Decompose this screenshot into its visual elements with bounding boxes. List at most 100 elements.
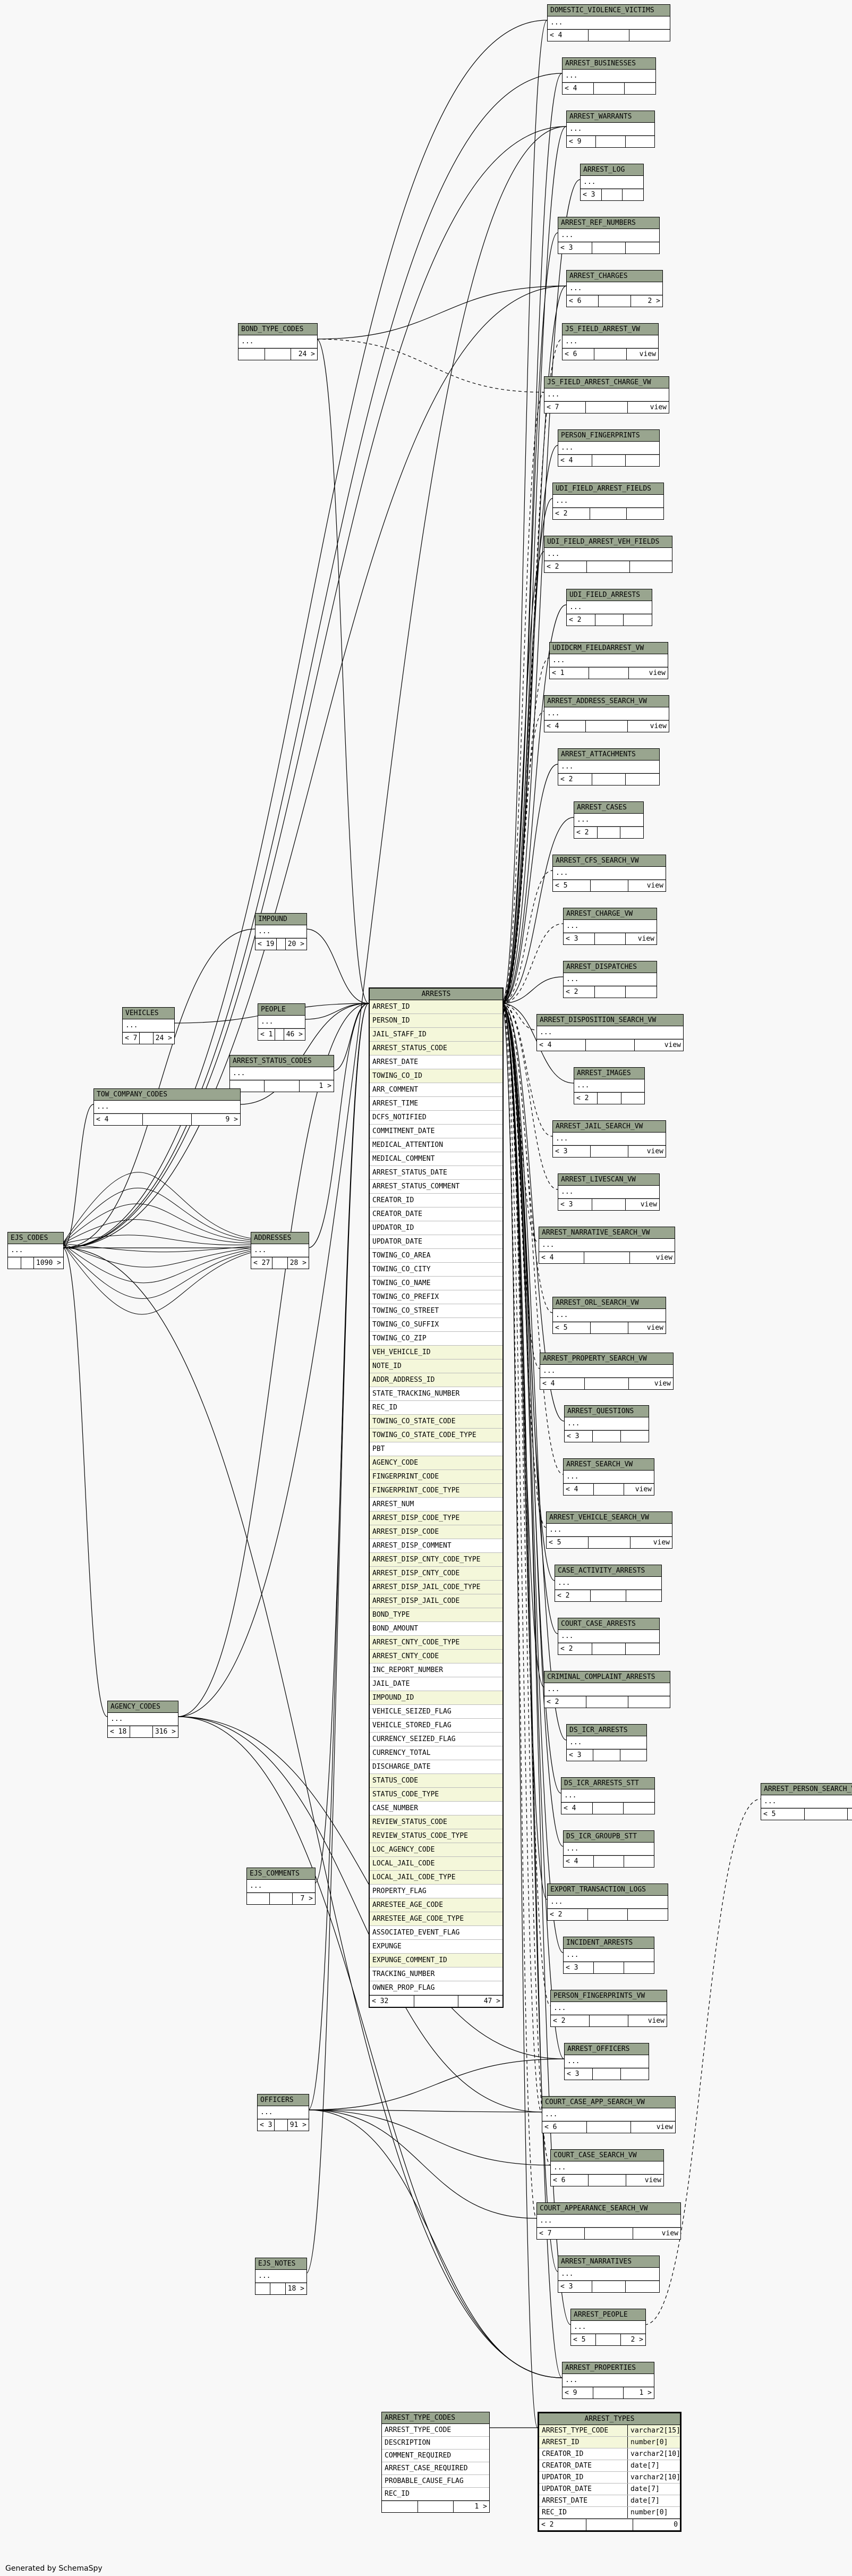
table-arrest-businesses[interactable]: ARREST_BUSINESSES...< 4 [562,57,656,95]
table-name[interactable]: PERSON_FINGERPRINTS [558,430,659,442]
table-name[interactable]: DS_ICR_ARRESTS [567,1725,646,1736]
table-name[interactable]: AGENCY_CODES [108,1701,178,1713]
table-name[interactable]: COURT_APPEARANCE_SEARCH_VW [537,2203,680,2215]
table-arrest-officers[interactable]: ARREST_OFFICERS...< 3 [564,2043,649,2080]
table-name[interactable]: ARREST_NARRATIVE_SEARCH_VW [539,1227,675,1239]
table-name[interactable]: ARREST_CFS_SEARCH_VW [553,855,666,867]
table-name[interactable]: PERSON_FINGERPRINTS_VW [551,1990,667,2002]
table-incident-arrests[interactable]: INCIDENT_ARRESTS...< 3 [563,1937,654,1974]
table-person-fingerprints[interactable]: PERSON_FINGERPRINTS...< 4 [558,429,660,467]
table-arrest-status-codes[interactable]: ARREST_STATUS_CODES...1 > [229,1055,334,1092]
table-name[interactable]: UDI_FIELD_ARREST_FIELDS [553,483,663,495]
table-name[interactable]: ARREST_BUSINESSES [563,58,655,70]
table-ejs-codes[interactable]: EJS_CODES...1090 > [7,1232,64,1269]
table-name[interactable]: DS_ICR_ARRESTS_STT [561,1778,654,1789]
table-name[interactable]: TOW_COMPANY_CODES [94,1089,240,1101]
table-arrest-images[interactable]: ARREST_IMAGES...< 2 [574,1067,645,1104]
table-udi-field-arrest-fields[interactable]: UDI_FIELD_ARREST_FIELDS...< 2 [552,483,664,520]
table-name[interactable]: COURT_CASE_APP_SEARCH_VW [542,2097,675,2108]
table-name[interactable]: ARREST_PROPERTY_SEARCH_VW [540,1353,673,1365]
table-name[interactable]: ARREST_PERSON_SEARCH_VW [761,1784,852,1795]
table-name[interactable]: ARREST_ORL_SEARCH_VW [553,1297,666,1309]
table-arrest-cases[interactable]: ARREST_CASES...< 2 [574,801,644,839]
table-court-case-arrests[interactable]: COURT_CASE_ARRESTS...< 2 [558,1618,660,1655]
table-name[interactable]: ARREST_WARRANTS [567,111,654,123]
table-name[interactable]: EJS_CODES [8,1232,63,1244]
table-name[interactable]: ARREST_REF_NUMBERS [558,217,659,229]
table-arrest-log[interactable]: ARREST_LOG...< 3 [580,164,644,201]
table-name[interactable]: ARREST_CHARGE_VW [564,908,657,920]
table-arrest-narratives[interactable]: ARREST_NARRATIVES...< 3 [558,2256,660,2293]
table-name[interactable]: ARREST_STATUS_CODES [230,1055,334,1067]
table-name[interactable]: ARREST_OFFICERS [565,2043,649,2055]
table-name[interactable]: ADDRESSES [251,1232,309,1244]
table-name[interactable]: IMPOUND [255,914,306,925]
table-name[interactable]: ARREST_PROPERTIES [563,2362,654,2374]
table-name[interactable]: EJS_COMMENTS [247,1868,315,1880]
table-export-transaction-logs[interactable]: EXPORT_TRANSACTION_LOGS...< 2 [547,1884,668,1921]
table-arrest-warrants[interactable]: ARREST_WARRANTS...< 9 [566,111,655,148]
table-name[interactable]: DS_ICR_GROUPB_STT [564,1831,654,1843]
table-name[interactable]: JS_FIELD_ARREST_VW [563,324,658,335]
table-name[interactable]: CASE_ACTIVITY_ARRESTS [555,1565,661,1577]
table-name[interactable]: ARREST_NARRATIVES [558,2256,659,2268]
table-name[interactable]: ARREST_LOG [581,164,643,176]
table-name[interactable]: INCIDENT_ARRESTS [564,1937,654,1949]
table-name[interactable]: ARREST_VEHICLE_SEARCH_VW [547,1512,672,1524]
table-udi-field-arrests[interactable]: UDI_FIELD_ARRESTS...< 2 [566,589,652,626]
table-name[interactable]: CRIMINAL_COMPLAINT_ARRESTS [544,1671,670,1683]
table-name[interactable]: DOMESTIC_VIOLENCE_VICTIMS [548,5,670,16]
table-ds-icr-groupb-stt[interactable]: DS_ICR_GROUPB_STT...< 4 [563,1830,654,1868]
table-name[interactable]: ARREST_JAIL_SEARCH_VW [553,1121,666,1133]
table-arrest-ref-numbers[interactable]: ARREST_REF_NUMBERS...< 3 [558,217,660,254]
table-name[interactable]: ARREST_DISPOSITION_SEARCH_VW [537,1015,683,1026]
table-name[interactable]: UDIDCRM_FIELDARREST_VW [550,643,668,654]
table-name[interactable]: UDI_FIELD_ARRESTS [567,589,652,601]
table-name[interactable]: ARREST_SEARCH_VW [564,1459,654,1471]
table-name[interactable]: ARREST_PEOPLE [571,2309,645,2321]
table-name[interactable]: EJS_NOTES [255,2258,306,2270]
table-ds-icr-arrests[interactable]: DS_ICR_ARRESTS...< 3 [566,1724,647,1761]
table-name[interactable]: JS_FIELD_ARREST_CHARGE_VW [544,377,669,388]
table-ejs-notes[interactable]: EJS_NOTES...18 > [255,2258,307,2295]
table-name[interactable]: ARREST_QUESTIONS [565,1406,649,1417]
table-case-activity-arrests[interactable]: CASE_ACTIVITY_ARRESTS...< 2 [555,1565,662,1602]
table-name[interactable]: PEOPLE [258,1004,305,1016]
table-name[interactable]: COURT_CASE_SEARCH_VW [551,2150,663,2161]
table-name[interactable]: ARREST_ATTACHMENTS [558,749,659,761]
table-udi-field-arrest-veh-fields[interactable]: UDI_FIELD_ARREST_VEH_FIELDS...< 2 [544,536,672,573]
table-name[interactable]: ARREST_CHARGES [567,271,662,282]
table-name[interactable]: ARREST_CASES [574,802,643,814]
table-arrest-dispatches[interactable]: ARREST_DISPATCHES...< 2 [563,961,657,998]
table-name[interactable]: ARREST_DISPATCHES [564,961,657,973]
table-name[interactable]: ARRESTS [370,989,502,1000]
table-name[interactable]: BOND_TYPE_CODES [238,324,317,335]
table-name[interactable]: ARREST_ADDRESS_SEARCH_VW [544,696,669,707]
